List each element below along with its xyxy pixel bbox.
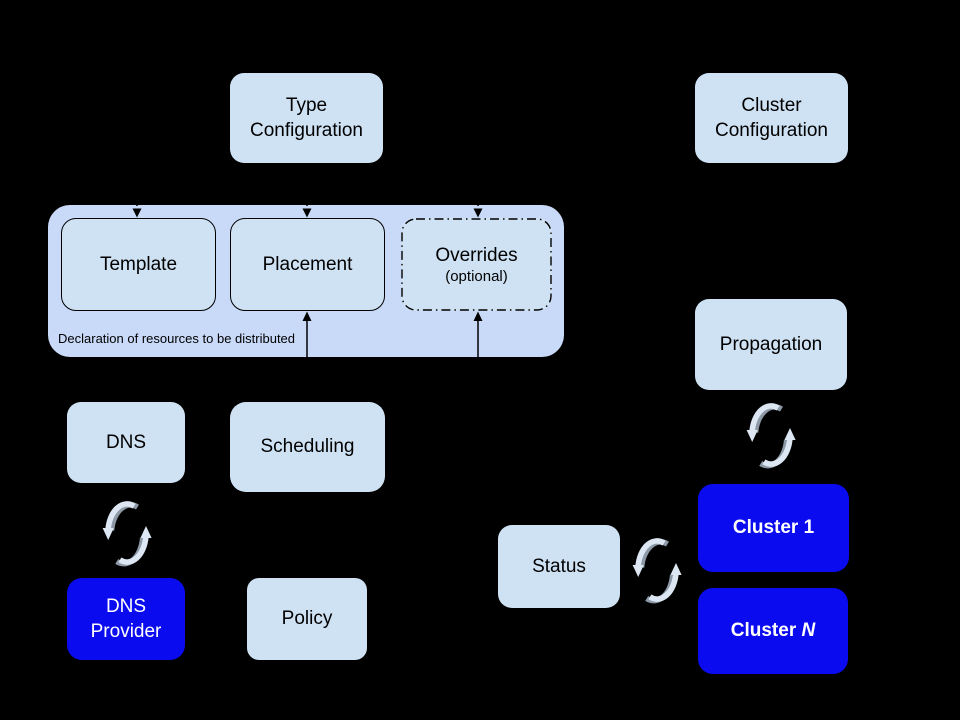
node-template: Template bbox=[61, 218, 216, 311]
dns-provider-label: DNS Provider bbox=[90, 595, 162, 642]
node-placement: Placement bbox=[230, 218, 385, 311]
template-label: Template bbox=[99, 253, 178, 275]
cluster-n-italic-suffix: N bbox=[801, 620, 816, 642]
policy-label: Policy bbox=[281, 608, 333, 630]
type-configuration-label: Type Configuration bbox=[249, 94, 364, 141]
node-cluster-n: Cluster N bbox=[698, 588, 848, 674]
container-caption: Declaration of resources to be distribut… bbox=[58, 331, 296, 346]
node-status: Status bbox=[498, 525, 620, 608]
node-type-configuration: Type Configuration bbox=[230, 73, 383, 163]
node-policy: Policy bbox=[247, 578, 367, 660]
propagation-label: Propagation bbox=[719, 333, 823, 355]
cluster-n-label: Cluster N bbox=[730, 620, 816, 642]
node-cluster-configuration: Cluster Configuration bbox=[695, 73, 848, 163]
scheduling-label: Scheduling bbox=[260, 436, 355, 458]
overrides-sublabel: (optional) bbox=[445, 268, 508, 286]
sync-icon bbox=[743, 396, 799, 474]
node-scheduling: Scheduling bbox=[230, 402, 385, 492]
cluster-1-label: Cluster 1 bbox=[732, 517, 815, 539]
node-dns: DNS bbox=[67, 402, 185, 483]
node-propagation: Propagation bbox=[695, 299, 847, 390]
placement-label: Placement bbox=[262, 253, 353, 275]
sync-icon bbox=[629, 531, 685, 609]
node-dns-provider: DNS Provider bbox=[67, 578, 185, 660]
sync-icon bbox=[99, 494, 155, 572]
cluster-configuration-label: Cluster Configuration bbox=[714, 94, 829, 141]
dns-label: DNS bbox=[105, 431, 147, 453]
status-label: Status bbox=[532, 555, 586, 577]
node-overrides: Overrides (optional) bbox=[401, 218, 552, 311]
overrides-label: Overrides (optional) bbox=[435, 245, 518, 286]
node-cluster-1: Cluster 1 bbox=[698, 484, 849, 572]
